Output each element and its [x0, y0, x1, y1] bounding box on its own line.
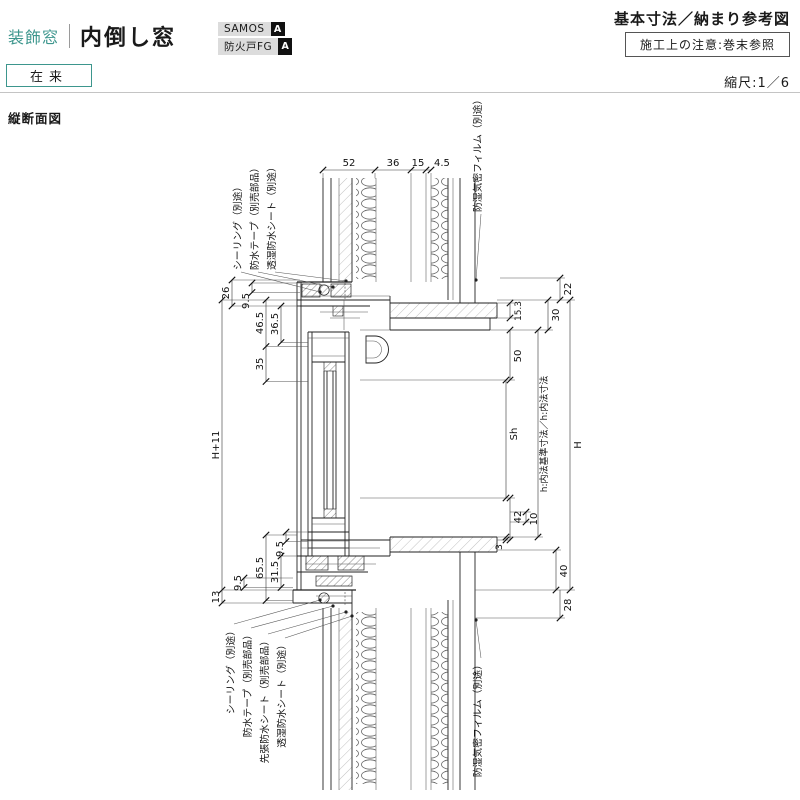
header-rule — [0, 92, 800, 93]
dim-label-9-5-head: 9.5 — [241, 293, 252, 309]
product-badges: SAMOS A 防火戸FG A — [218, 22, 293, 55]
dim-label-10: 10 — [529, 513, 540, 526]
badge-samos-label: SAMOS — [218, 22, 271, 36]
sealing-bead-bottom — [318, 592, 330, 604]
title-divider — [69, 24, 71, 48]
badge-fireproof-mark: A — [278, 38, 293, 55]
dim-label-36-5: 36.5 — [270, 313, 281, 335]
glazing-spacer-top — [323, 361, 337, 372]
right-dimensions: 22 30 15.3 50 Sh 42 10 3 40 — [360, 274, 584, 622]
annotation-vapor-film-top: 防湿気密フィルム（別途） — [471, 100, 484, 212]
category-label: 装飾窓 — [8, 28, 60, 47]
insulation-bottom-inner — [431, 612, 448, 784]
dim-label-50: 50 — [513, 350, 524, 363]
dim-label-46-5: 46.5 — [255, 312, 266, 334]
dim-label-65-5: 65.5 — [255, 557, 266, 579]
sash-and-glass — [307, 331, 389, 557]
insulation-bottom-outer — [356, 612, 376, 784]
annotation-sealing-top: シーリング（別途） — [231, 182, 244, 270]
dim-label-40: 40 — [559, 565, 570, 578]
scale-label: 縮尺:1／6 — [724, 76, 790, 91]
window-sill-frame — [292, 537, 391, 608]
dim-label-31-5: 31.5 — [270, 561, 281, 583]
badge-samos-mark: A — [270, 22, 285, 36]
dim-label-28: 28 — [563, 599, 574, 612]
dim-label-13: 13 — [211, 591, 222, 604]
insulation-top-inner — [431, 178, 448, 279]
dim-label-36: 36 — [387, 158, 400, 169]
dim-label-22: 22 — [563, 283, 574, 296]
annotation-vapor-film-bottom: 防湿気密フィルム（別途） — [471, 660, 484, 777]
interior-casing-top — [360, 302, 498, 331]
dim-axis-label: h:内法基準寸法／h:内法寸法 — [538, 376, 550, 492]
annotations-bottom: シーリング（別途） 防水テープ（別売部品） 先張防水シート（別売部品） 透湿防水… — [224, 598, 484, 777]
section-view-label: 縦断面図 — [8, 111, 63, 126]
header-title-row: 装飾窓 内倒し窓 — [8, 20, 176, 52]
dim-label-9-5-sill-a: 9.5 — [275, 541, 286, 557]
top-dimension-chain: 52 36 15 4.5 — [319, 158, 450, 178]
left-dimensions: 26 9.5 46.5 36.5 35 H+11 9.5 65.5 — [211, 276, 308, 607]
annotation-waterproof-tape-top: 防水テープ（別売部品） — [248, 163, 261, 270]
annotation-waterproof-tape-bottom: 防水テープ（別売部品） — [241, 630, 254, 737]
dim-label-15-3: 15.3 — [514, 301, 524, 321]
badge-fireproof-label: 防火戸FG — [218, 38, 279, 55]
wall-section-top — [322, 178, 476, 303]
dim-label-sh: Sh — [509, 428, 520, 441]
dim-label-h-plus-11: H+11 — [211, 431, 222, 460]
dim-label-52: 52 — [343, 158, 356, 169]
construction-note: 施工上の注意:巻末参照 — [624, 32, 790, 57]
insulation-top-outer — [356, 178, 376, 279]
annotation-pre-applied-sheet-bottom: 先張防水シート（別売部品） — [258, 636, 271, 763]
tilt-handle — [365, 335, 389, 364]
dim-label-26: 26 — [221, 287, 232, 300]
page-title: 内倒し窓 — [80, 26, 177, 51]
dim-label-h: H — [573, 441, 584, 449]
annotation-breathable-sheet-bottom: 透湿防水シート（別途） — [275, 640, 288, 748]
dim-label-42: 42 — [513, 511, 524, 524]
annotation-breathable-sheet-top: 透湿防水シート（別途） — [265, 162, 278, 270]
dim-label-35: 35 — [255, 358, 266, 371]
dim-label-3: 3 — [495, 544, 505, 550]
wall-section-bottom — [322, 552, 476, 790]
glazing-spacer-bottom — [323, 508, 337, 519]
interior-casing-bottom — [390, 536, 498, 553]
badge-samos: SAMOS A — [218, 22, 285, 36]
section-drawing: 52 36 15 4.5 — [211, 100, 584, 790]
dim-label-4-5: 4.5 — [434, 158, 450, 169]
window-head-frame — [296, 281, 391, 590]
annotation-sealing-bottom: シーリング（別途） — [224, 626, 237, 714]
dim-label-30: 30 — [551, 309, 562, 322]
dim-label-9-5-sill-b: 9.5 — [233, 575, 244, 591]
doc-title: 基本寸法／納まり参考図 — [613, 10, 790, 28]
badge-fireproof: 防火戸FG A — [218, 38, 293, 55]
sealing-bead-top — [318, 284, 330, 296]
construction-type-badge: 在来 — [6, 64, 92, 87]
dim-label-15: 15 — [412, 158, 425, 169]
annotations-top: シーリング（別途） 防水テープ（別売部品） 透湿防水シート（別途） 防湿気密フィ… — [231, 100, 484, 294]
